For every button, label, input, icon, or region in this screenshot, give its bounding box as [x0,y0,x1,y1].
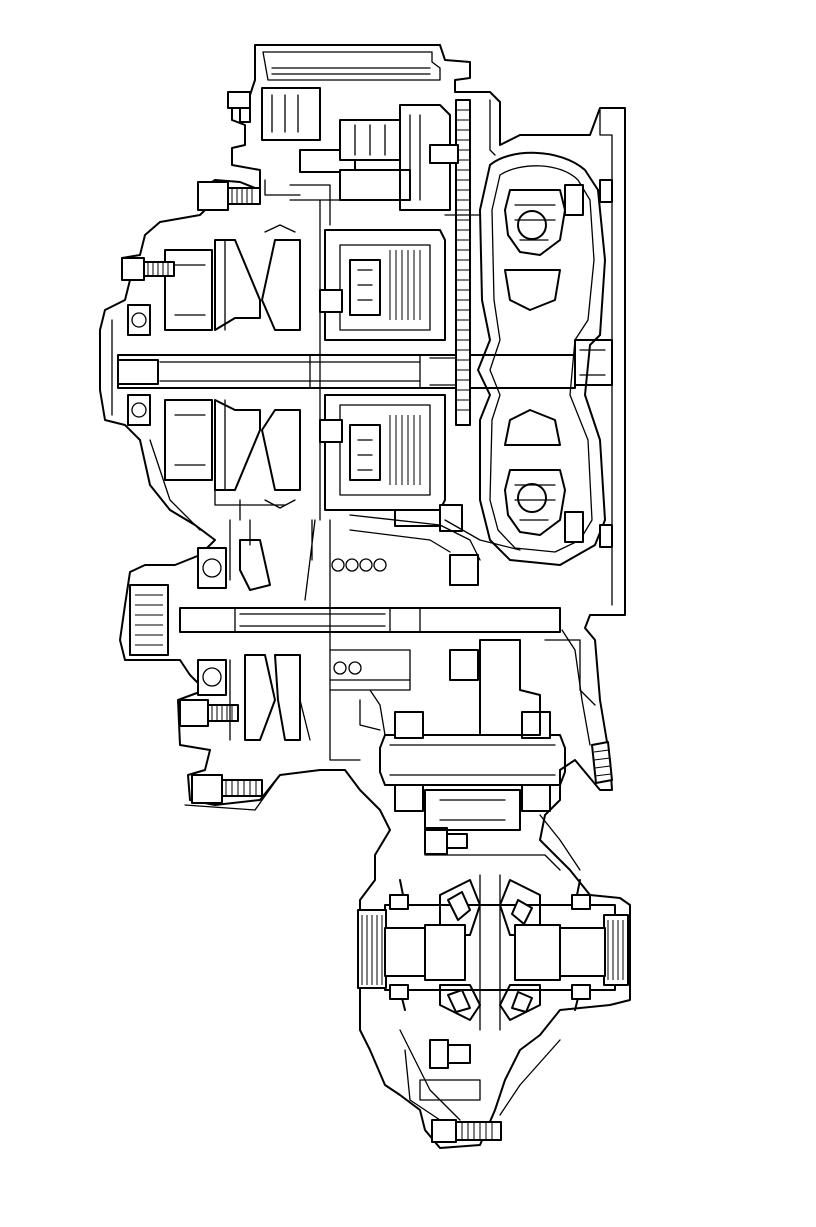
bolt-bottom-1 [429,1039,471,1069]
bolt-bottom-2 [431,1119,502,1143]
internal-walls [149,179,596,1121]
outer-housing [99,44,631,1149]
bearings [127,304,479,696]
bolt-left-top [227,91,251,123]
housing-bolts [121,91,613,1143]
bolt-lower-left-2 [191,774,263,804]
bolt-upper-left [197,181,261,211]
secondary-shaft [129,584,561,656]
bolt-right-angled [591,741,613,784]
differential [357,874,629,1031]
input-shaft [117,354,576,389]
bolt-center-2 [424,827,468,855]
torque-converter [477,151,613,566]
bolt-left-mid [121,257,175,281]
oil-pump-assembly [261,87,459,211]
drive-chain [455,99,471,426]
secondary-pulley [229,519,411,741]
bolt-lower-left-1 [179,699,239,727]
forward-clutch-pack [319,229,446,511]
primary-pulley [164,224,301,509]
counter-gear [379,639,566,831]
bolt-center-1 [394,504,463,532]
